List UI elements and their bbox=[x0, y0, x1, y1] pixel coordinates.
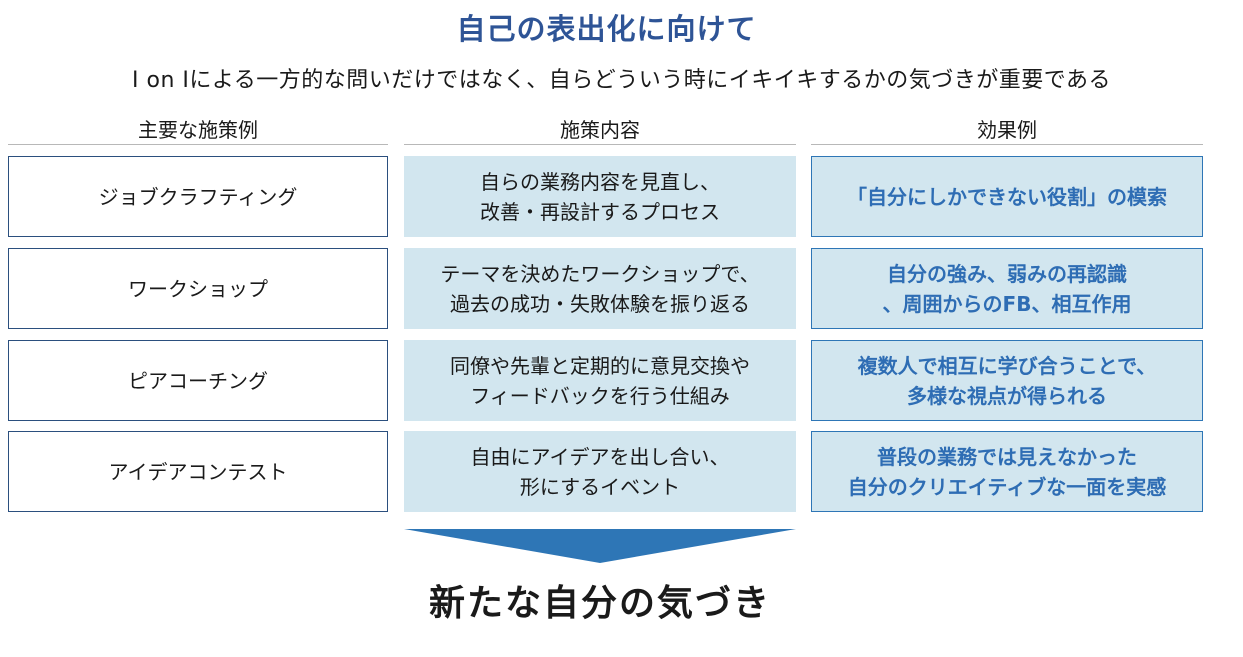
effect-text: 普段の業務では見えなかった 自分のクリエイティブな一面を実感 bbox=[847, 444, 1167, 499]
effect-text: 「自分にしかできない役割」の模索 bbox=[847, 184, 1167, 209]
effect-cell-workshop: 自分の強み、弱みの再認識 、周囲からのFB、相互作用 bbox=[811, 248, 1203, 329]
effect-cell-job-crafting: 「自分にしかできない役割」の模索 bbox=[811, 156, 1203, 237]
content-cell-peer-coaching: 同僚や先輩と定期的に意見交換や フィードバックを行う仕組み bbox=[404, 340, 796, 421]
measure-cell-idea-contest: アイデアコンテスト bbox=[8, 431, 388, 512]
effect-text: 複数人で相互に学び合うことで、 多様な視点が得られる bbox=[857, 353, 1157, 408]
measure-label: アイデアコンテスト bbox=[108, 459, 288, 484]
content-cell-idea-contest: 自由にアイデアを出し合い、 形にするイベント bbox=[404, 431, 796, 512]
page-subtitle: I on Iによる一方的な問いだけではなく、自らどういう時にイキイキするかの気づ… bbox=[132, 68, 1111, 93]
content-text: 同僚や先輩と定期的に意見交換や フィードバックを行う仕組み bbox=[450, 353, 750, 408]
column-header-content: 施策内容 bbox=[404, 114, 796, 145]
column-header-effects: 効果例 bbox=[811, 114, 1203, 145]
conclusion-text: 新たな自分の気づき bbox=[428, 583, 771, 624]
measure-label: ピアコーチング bbox=[128, 368, 268, 393]
content-cell-workshop: テーマを決めたワークショップで、 過去の成功・失敗体験を振り返る bbox=[404, 248, 796, 329]
page-title: 自己の表出化に向けて bbox=[456, 12, 757, 46]
measure-label: ジョブクラフティング bbox=[98, 184, 298, 209]
content-text: 自由にアイデアを出し合い、 形にするイベント bbox=[470, 444, 730, 499]
measure-cell-workshop: ワークショップ bbox=[8, 248, 388, 329]
measure-cell-peer-coaching: ピアコーチング bbox=[8, 340, 388, 421]
effect-cell-idea-contest: 普段の業務では見えなかった 自分のクリエイティブな一面を実感 bbox=[811, 431, 1203, 512]
measure-label: ワークショップ bbox=[128, 276, 268, 301]
measure-cell-job-crafting: ジョブクラフティング bbox=[8, 156, 388, 237]
content-text: テーマを決めたワークショップで、 過去の成功・失敗体験を振り返る bbox=[440, 261, 760, 316]
arrow-shape bbox=[404, 529, 796, 563]
effect-cell-peer-coaching: 複数人で相互に学び合うことで、 多様な視点が得られる bbox=[811, 340, 1203, 421]
content-cell-job-crafting: 自らの業務内容を見直し、 改善・再設計するプロセス bbox=[404, 156, 796, 237]
effect-text: 自分の強み、弱みの再認識 、周囲からのFB、相互作用 bbox=[882, 261, 1132, 316]
column-header-measures: 主要な施策例 bbox=[8, 114, 388, 145]
content-text: 自らの業務内容を見直し、 改善・再設計するプロセス bbox=[480, 169, 720, 224]
down-arrow-icon bbox=[404, 529, 796, 563]
